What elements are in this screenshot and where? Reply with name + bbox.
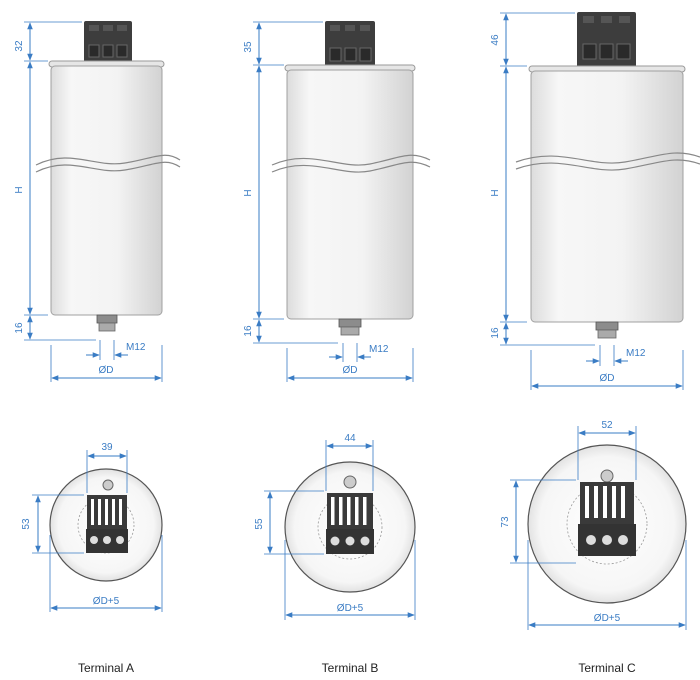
diameter-label: ØD: [600, 373, 615, 384]
bottom-height-label: 16: [14, 322, 25, 334]
vent-screw-icon: [343, 475, 357, 489]
footprint-label: ØD+5: [337, 603, 364, 614]
footprint-label: ØD+5: [594, 613, 621, 624]
caption-terminal-a: Terminal A: [78, 661, 134, 675]
terminal-block-icon: [325, 21, 375, 67]
top-height-label: 32: [14, 40, 25, 52]
unit-c-side-view: 46 H 16 M12 ØD: [490, 12, 700, 390]
terminal-width-label: 44: [344, 433, 356, 444]
body-height-label: H: [14, 186, 25, 193]
terminal-block-icon: [577, 12, 636, 68]
capacitor-body: [50, 65, 163, 316]
vent-screw-icon: [102, 479, 114, 491]
terminal-height-label: 73: [500, 516, 511, 528]
bolt-stud-icon: [595, 321, 619, 339]
footprint-label: ØD+5: [93, 596, 120, 607]
terminal-block-icon: [84, 21, 132, 64]
break-line: [35, 154, 181, 166]
terminal-width-label: 52: [601, 420, 613, 431]
unit-c-top-view: 52 73 ØD+5: [500, 420, 687, 630]
terminal-block-icon: [326, 493, 374, 554]
caption-terminal-c: Terminal C: [578, 661, 636, 675]
diameter-label: ØD: [99, 365, 114, 376]
capacitor-body: [286, 69, 414, 320]
unit-a-side-view: 32 H 16 M12 ØD: [14, 21, 181, 382]
bolt-stud-icon: [96, 314, 118, 332]
top-height-label: 35: [243, 41, 254, 53]
body-height-label: H: [490, 189, 501, 196]
terminal-block-icon: [578, 482, 636, 556]
bolt-stud-icon: [338, 318, 362, 336]
unit-b-side-view: 35 H 16 M12 ØD: [243, 21, 431, 382]
top-height-label: 46: [490, 34, 501, 46]
vent-screw-icon: [600, 469, 614, 483]
terminal-height-label: 55: [254, 518, 265, 530]
body-height-label: H: [243, 189, 254, 196]
bottom-height-label: 16: [490, 327, 501, 339]
break-line: [515, 152, 700, 164]
caption-terminal-b: Terminal B: [322, 661, 379, 675]
diameter-label: ØD: [343, 365, 358, 376]
terminal-width-label: 39: [101, 442, 113, 453]
thread-label: M12: [126, 342, 146, 353]
unit-a-top-view: 39 53 ØD+5: [21, 442, 163, 612]
terminal-block-icon: [86, 495, 128, 553]
unit-b-top-view: 44 55 ØD+5: [254, 433, 416, 620]
thread-label: M12: [369, 344, 389, 355]
terminal-height-label: 53: [21, 518, 32, 530]
break-line: [271, 154, 431, 166]
thread-label: M12: [626, 348, 646, 359]
capacitor-body: [530, 70, 684, 323]
bottom-height-label: 16: [243, 325, 254, 337]
